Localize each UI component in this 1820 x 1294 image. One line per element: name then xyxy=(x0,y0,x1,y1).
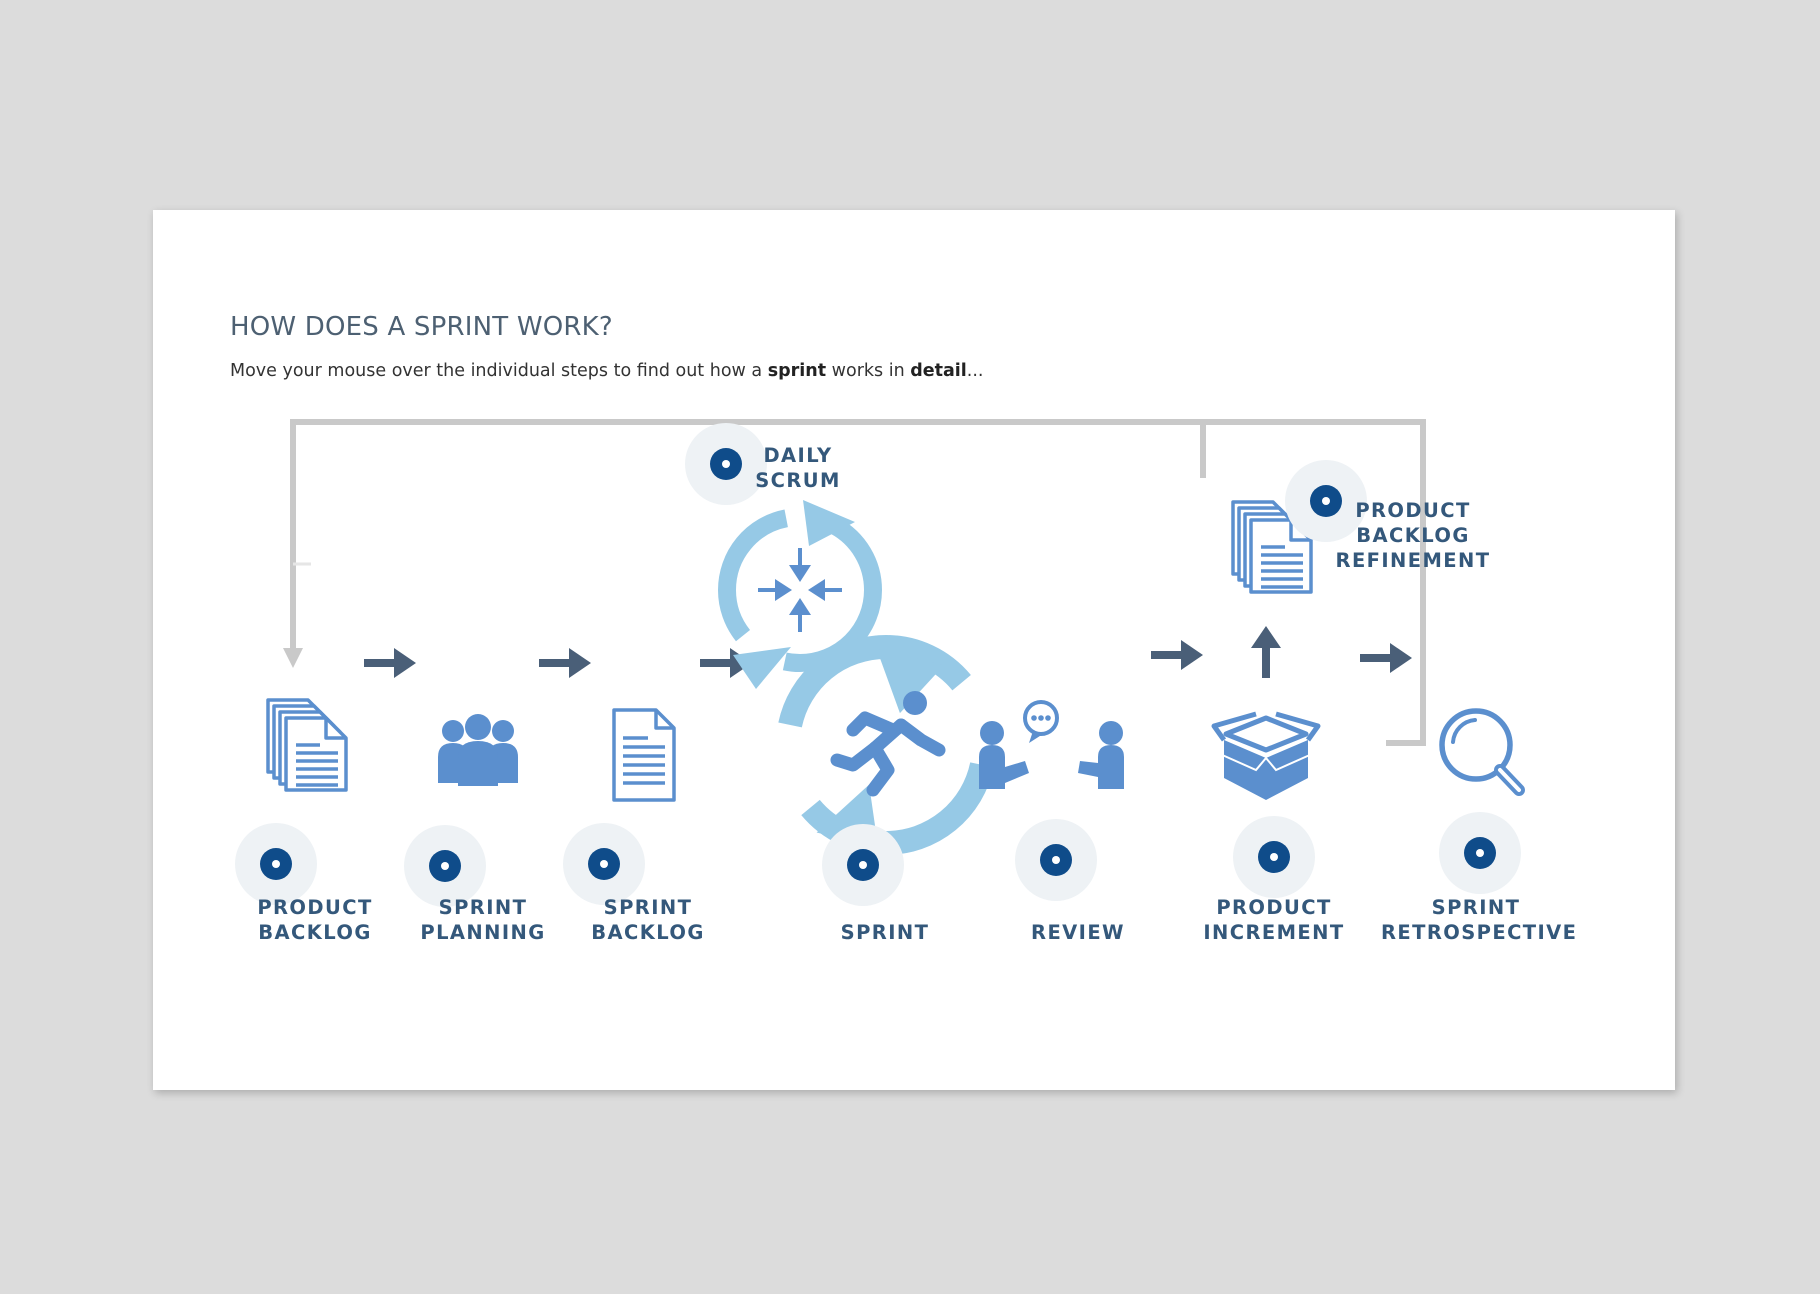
discussion-icon xyxy=(979,700,1124,789)
info-hotspot-icon[interactable] xyxy=(822,824,904,906)
info-hotspot-icon[interactable] xyxy=(1285,460,1367,542)
team-icon xyxy=(438,714,518,786)
info-hotspot-icon[interactable] xyxy=(1233,816,1315,898)
flow-arrow xyxy=(1151,640,1203,670)
info-hotspot-icon[interactable] xyxy=(1439,812,1521,894)
step-label-review: REVIEW xyxy=(1031,921,1125,944)
sprint-diagram xyxy=(266,419,1525,855)
info-hotspot-icon[interactable] xyxy=(1015,819,1097,901)
info-hotspot-icon[interactable] xyxy=(404,825,486,907)
section-subtitle: Move your mouse over the individual step… xyxy=(230,361,984,381)
info-hotspot-icon[interactable] xyxy=(685,423,767,505)
flow-arrow-up xyxy=(1251,626,1281,678)
magnifier-icon xyxy=(1439,708,1525,796)
flow-arrow xyxy=(364,648,416,678)
converge-arrows-icon xyxy=(758,548,842,632)
info-hotspot-icon[interactable] xyxy=(235,823,317,905)
sprint-card: HOW DOES A SPRINT WORK? Move your mouse … xyxy=(153,210,1675,1090)
runner-icon xyxy=(830,691,946,797)
feedback-loop-line xyxy=(290,419,1426,746)
document-icon xyxy=(612,708,676,802)
document-stack-icon xyxy=(266,698,348,792)
step-label-sprint: SPRINT xyxy=(840,921,930,944)
flow-arrow xyxy=(1360,643,1412,673)
section-title: HOW DOES A SPRINT WORK? xyxy=(230,312,613,342)
feedback-arrowhead xyxy=(283,648,303,668)
open-box-icon xyxy=(1211,711,1321,800)
document-stack-icon xyxy=(1231,500,1313,594)
info-hotspot-icon[interactable] xyxy=(563,823,645,905)
daily-scrum-cycle-icon xyxy=(718,500,882,689)
flow-arrow xyxy=(539,648,591,678)
